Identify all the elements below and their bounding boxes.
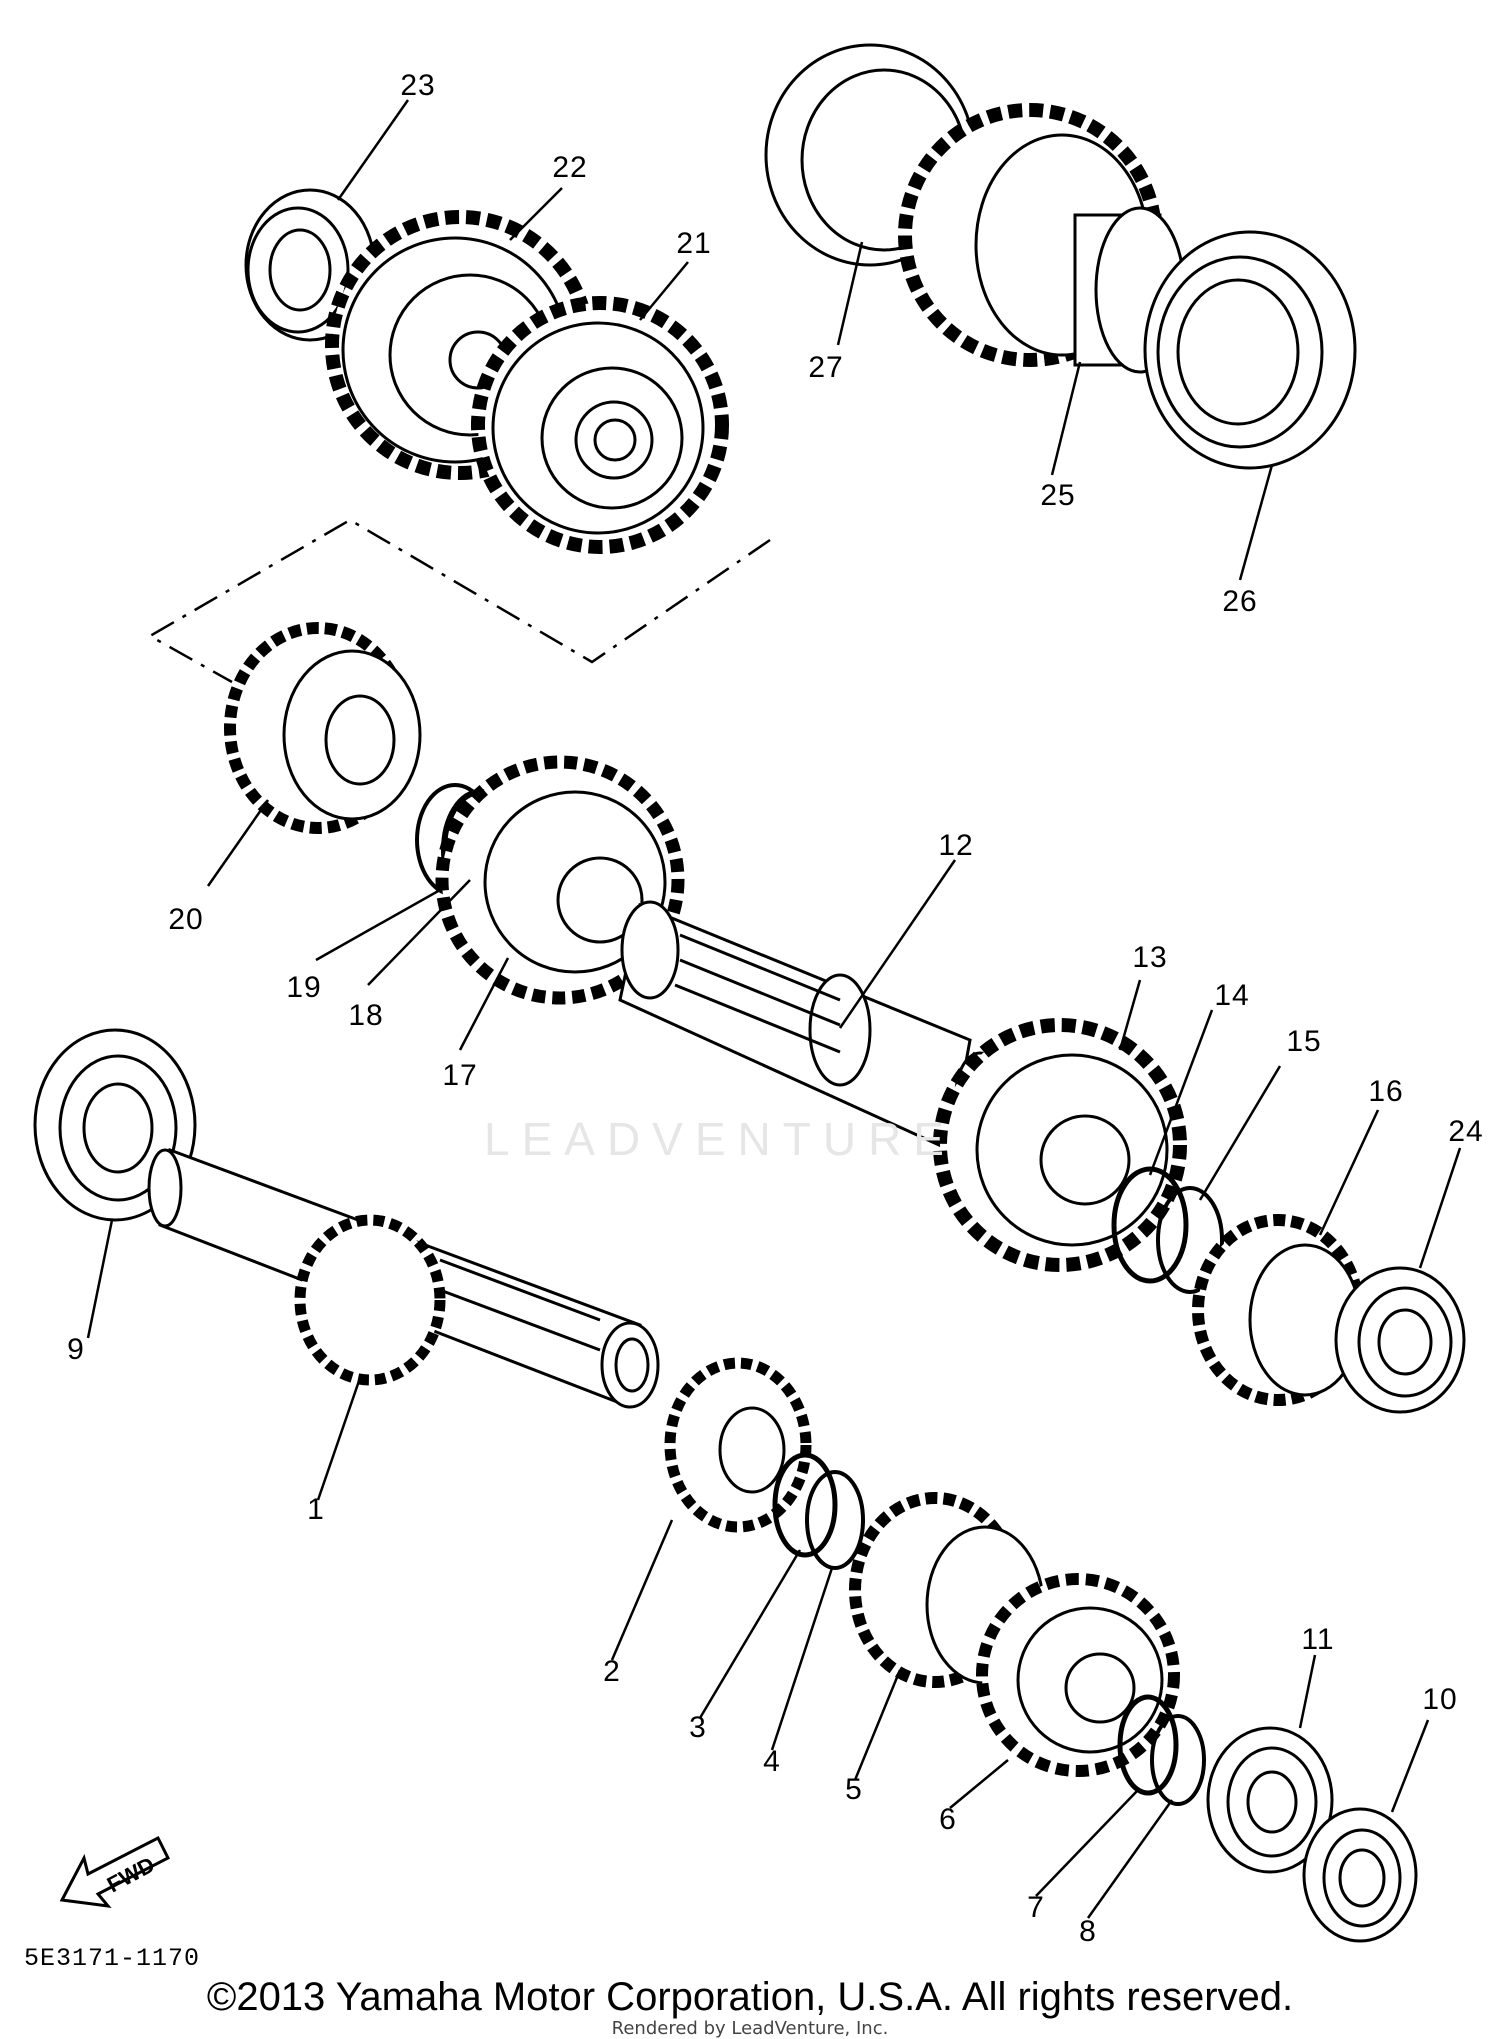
part-label-16[interactable]: 16	[1368, 1075, 1404, 1108]
circlip-15	[1156, 1186, 1224, 1294]
gear-2	[664, 1357, 812, 1533]
part-label-4[interactable]: 4	[763, 1745, 781, 1778]
part-label-12[interactable]: 12	[938, 829, 974, 862]
part-label-10[interactable]: 10	[1422, 1683, 1458, 1716]
gear-20	[224, 622, 422, 834]
part-label-17[interactable]: 17	[442, 1059, 478, 1092]
part-label-24[interactable]: 24	[1448, 1115, 1484, 1148]
part-label-25[interactable]: 25	[1040, 479, 1076, 512]
gear-17	[435, 755, 685, 1005]
part-label-22[interactable]: 22	[552, 151, 588, 184]
leader-lines	[86, 99, 1462, 1919]
part-label-13[interactable]: 13	[1132, 941, 1168, 974]
fwd-label: FWD	[102, 1851, 159, 1898]
part-label-2[interactable]: 2	[603, 1655, 621, 1688]
part-label-21[interactable]: 21	[676, 227, 712, 260]
part-label-3[interactable]: 3	[689, 1711, 707, 1744]
part-label-19[interactable]: 19	[286, 971, 322, 1004]
part-label-1[interactable]: 1	[307, 1493, 325, 1526]
part-label-27[interactable]: 27	[808, 351, 844, 384]
part-label-8[interactable]: 8	[1079, 1915, 1097, 1948]
part-label-20[interactable]: 20	[168, 903, 204, 936]
render-credit: Rendered by LeadVenture, Inc.	[611, 2018, 889, 2039]
gear-6	[976, 1573, 1180, 1777]
washer-3	[772, 1452, 838, 1558]
gear-16	[1192, 1214, 1364, 1406]
part-label-11[interactable]: 11	[1301, 1623, 1335, 1656]
bearing-11	[1206, 1726, 1334, 1874]
fwd-indicator: FWD	[54, 1830, 174, 1920]
part-label-5[interactable]: 5	[845, 1773, 863, 1806]
part-label-9[interactable]: 9	[67, 1333, 85, 1366]
washer-14	[1111, 1166, 1189, 1284]
countershaft-1	[147, 1147, 660, 1409]
main-shaft-12	[618, 900, 1006, 1153]
part-label-15[interactable]: 15	[1286, 1025, 1322, 1058]
part-label-23[interactable]: 23	[400, 69, 436, 102]
watermark: LEADVENTURE	[484, 1113, 956, 1165]
circlip-4	[805, 1470, 865, 1570]
part-label-26[interactable]: 26	[1222, 585, 1258, 618]
part-label-6[interactable]: 6	[939, 1803, 957, 1836]
part-label-14[interactable]: 14	[1214, 979, 1250, 1012]
copyright-notice: ©2013 Yamaha Motor Corporation, U.S.A. A…	[206, 1975, 1294, 2019]
part-label-18[interactable]: 18	[348, 999, 384, 1032]
bearing-26	[1143, 230, 1357, 470]
circlip-8	[1150, 1714, 1206, 1806]
bearing-23	[244, 188, 376, 342]
gear-13	[933, 1018, 1187, 1272]
bearing-24	[1334, 1266, 1466, 1414]
oil-seal-10	[1302, 1807, 1418, 1943]
dashdot-bracket	[147, 518, 771, 684]
part-label-7[interactable]: 7	[1027, 1891, 1045, 1924]
diagram-code: 5E3171-1170	[24, 1944, 201, 1973]
fwd-arrow-icon	[59, 1835, 171, 1908]
washer-7	[1117, 1694, 1179, 1796]
gear-21	[471, 296, 729, 554]
gear-25	[898, 103, 1186, 374]
